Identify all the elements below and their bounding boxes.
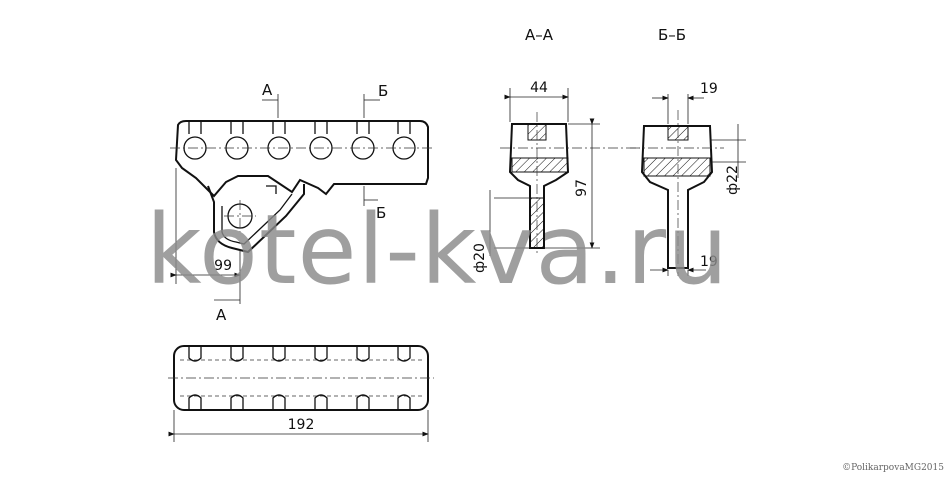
dimension-phi20: ф20 (472, 243, 488, 273)
cut-mark-b-mid: Б (376, 204, 386, 222)
section-b-b: Б–Б 19 ф22 19 (630, 26, 746, 276)
dimension-99: 99 (214, 258, 232, 274)
dimension-97: 97 (574, 179, 590, 197)
section-a-a: А–А 44 97 ф20 (472, 26, 640, 273)
copyright-text: ©PolikarpovaMG2015 (842, 463, 944, 473)
cut-mark-a-bottom: А (216, 306, 227, 324)
dimension-19-bottom: 19 (700, 254, 718, 270)
cut-mark-b-top: Б (378, 82, 388, 100)
top-view: 192 (168, 345, 434, 442)
cut-mark-a-top: А (262, 81, 273, 99)
dimension-44: 44 (530, 80, 548, 96)
front-view: 99 А А Б Б (170, 81, 434, 324)
section-b-b-title: Б–Б (658, 26, 686, 44)
dimension-192: 192 (288, 417, 315, 433)
dimension-phi22: ф22 (725, 165, 741, 195)
section-a-a-title: А–А (525, 26, 554, 44)
watermark-text: kotel-kva.ru (146, 194, 729, 306)
dimension-19-top: 19 (700, 81, 718, 97)
